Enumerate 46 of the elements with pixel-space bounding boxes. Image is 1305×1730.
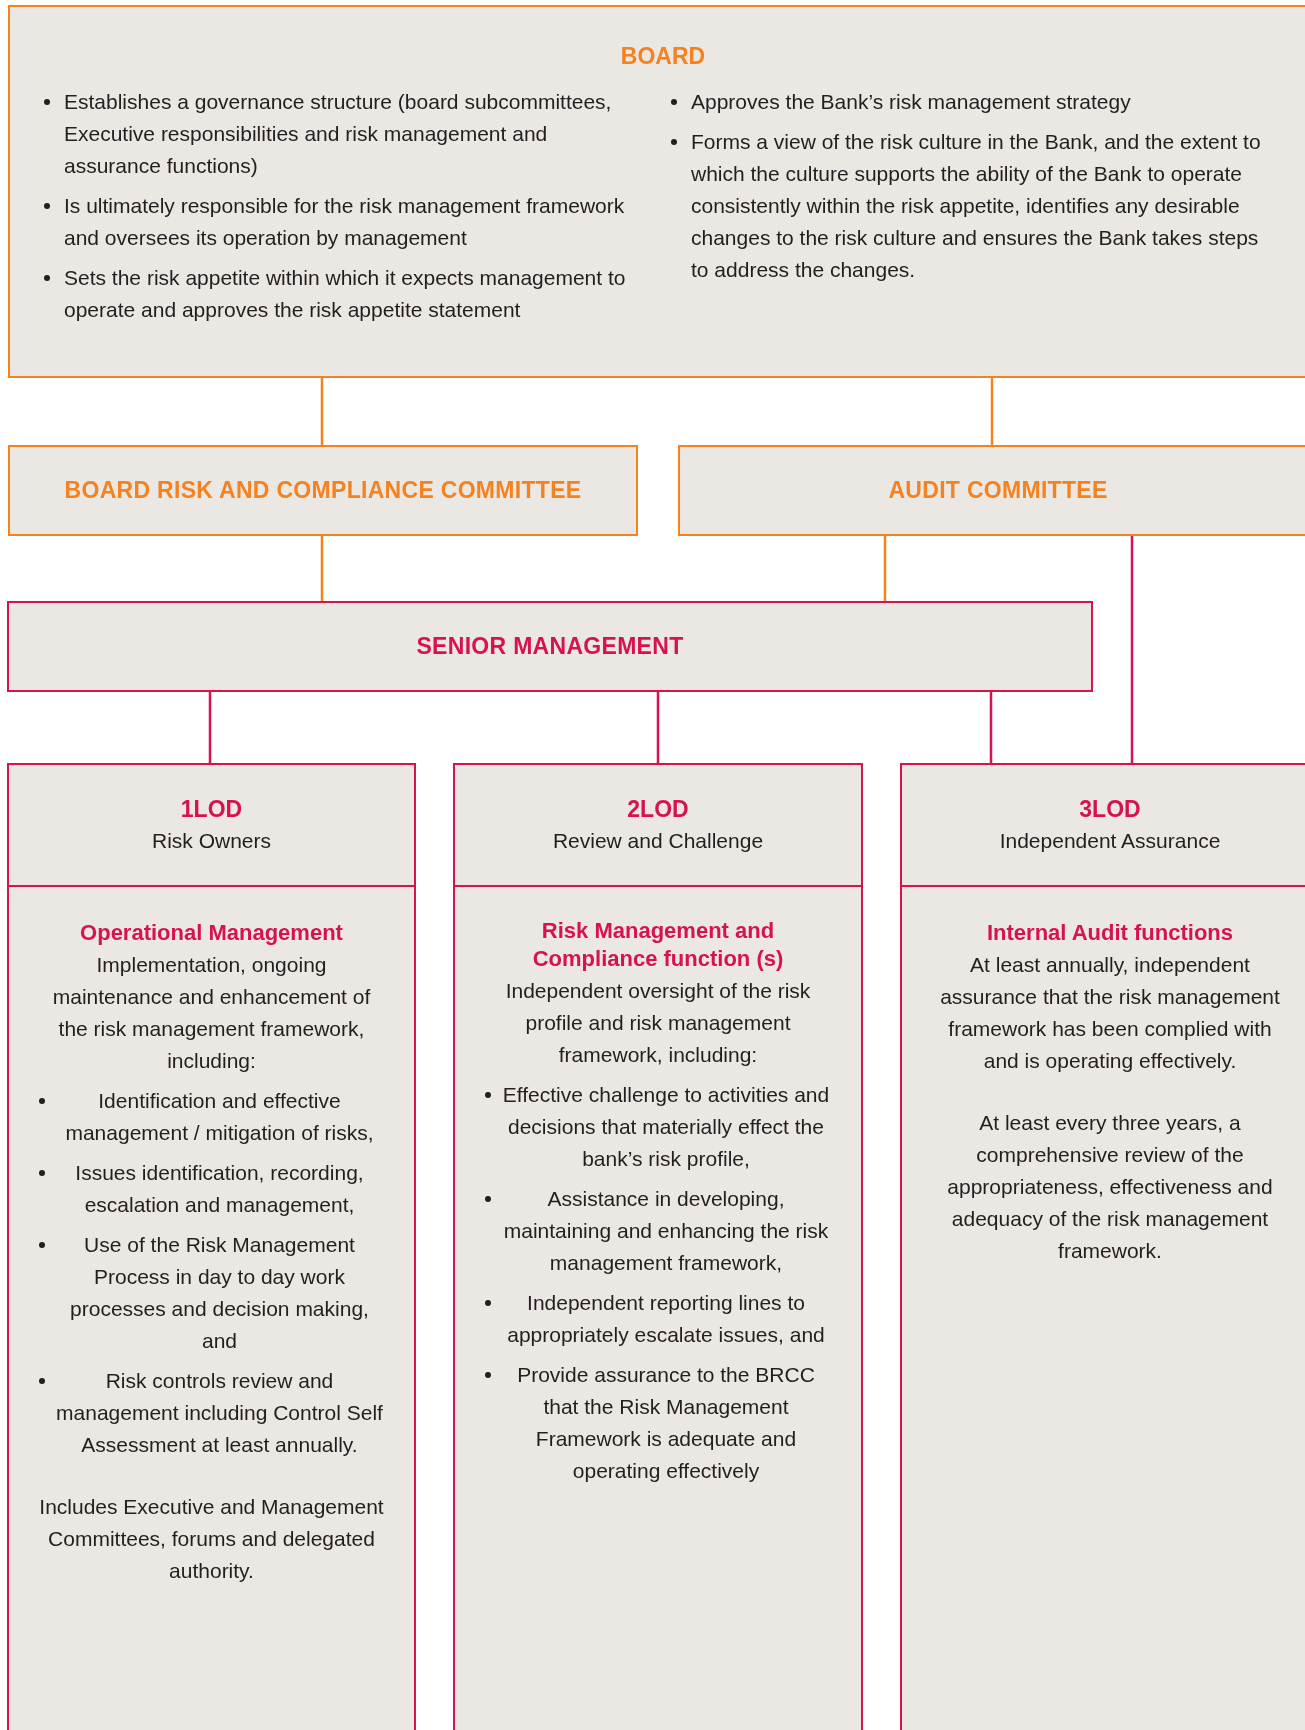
connector-line (320, 378, 324, 445)
bullet-text: Assistance in developing, maintaining and enhancing the risk management framework, (502, 1186, 830, 1276)
line-of-defence-column (900, 763, 1305, 1730)
bullet-text: Issues identification, recording, escalation and management, (74, 1160, 365, 1218)
column-heading: Risk Management and Compliance function (s) (531, 917, 785, 973)
bullet-text: Provide assurance to the BRCC that the Risk Management Framework is adequate and operating effectively (516, 1362, 816, 1484)
board-box (8, 5, 1305, 378)
connector-line (1130, 536, 1134, 763)
bullet-text: Risk controls review and management including Control Self Assessment at least annually. (55, 1368, 384, 1458)
box-title: SENIOR MANAGEMENT (416, 632, 684, 662)
connector-line (320, 536, 324, 601)
connector-line (990, 378, 994, 445)
line-of-defence-column (453, 763, 863, 1730)
column-subtitle: Independent Assurance (999, 828, 1221, 854)
connector-line (656, 692, 660, 763)
bullet-text: Sets the risk appetite within which it expects management to operate and approves the risk appetite statement (64, 264, 627, 323)
bullet-text: Forms a view of the risk culture in the Bank, and the extent to which the culture supports the ability of the Bank to operate consistently within the risk appetite, identifies any desirable changes to the risk culture and ensures the Bank takes steps to address the changes. (691, 128, 1262, 283)
body-text: At least annually, independent assurance that the risk management framework has been complied with and is operating effectively. (939, 952, 1281, 1074)
body-text: Implementation, ongoing maintenance and enhancement of the risk management framework, including: (51, 952, 372, 1074)
bullet-text: Use of the Risk Management Process in day to day work processes and decision making, and (69, 1232, 370, 1354)
connector-line (883, 536, 887, 601)
connector-line (208, 692, 212, 763)
committee-box (678, 445, 1305, 536)
column-code: 2LOD (627, 795, 689, 824)
column-subtitle: Risk Owners (152, 828, 271, 854)
bullet-text: Approves the Bank’s risk management strategy (691, 88, 1131, 115)
body-text: Includes Executive and Management Committees, forums and delegated authority. (39, 1494, 384, 1584)
connector-line (989, 692, 993, 763)
bullet-text: Effective challenge to activities and decisions that materially effect the bank’s risk profile, (501, 1082, 831, 1172)
committee-box (7, 601, 1093, 692)
committee-box (8, 445, 638, 536)
column-code: 3LOD (1079, 795, 1141, 824)
body-text: Independent oversight of the risk profile and risk management framework, including: (504, 978, 812, 1068)
column-heading: Internal Audit functions (986, 919, 1234, 947)
column-code: 1LOD (180, 795, 243, 824)
bullet-text: Identification and effective management / mitigation of risks, (64, 1088, 375, 1146)
bullet-text: Is ultimately responsible for the risk management framework and oversees its operation by management (64, 192, 626, 251)
column-heading: Operational Management (80, 919, 343, 947)
box-title: BOARD RISK AND COMPLIANCE COMMITTEE (64, 476, 582, 506)
body-text: At least every three years, a comprehensive review of the appropriateness, effectiveness and adequacy of the risk management framework. (946, 1110, 1274, 1264)
line-of-defence-column (7, 763, 416, 1730)
bullet-text: Establishes a governance structure (board subcommittees, Executive responsibilities and risk management and assurance functions) (64, 88, 613, 179)
column-subtitle: Review and Challenge (552, 828, 764, 854)
box-title: AUDIT COMMITTEE (888, 476, 1108, 506)
bullet-text: Independent reporting lines to appropriately escalate issues, and (506, 1290, 826, 1348)
box-title: BOARD (620, 43, 706, 69)
